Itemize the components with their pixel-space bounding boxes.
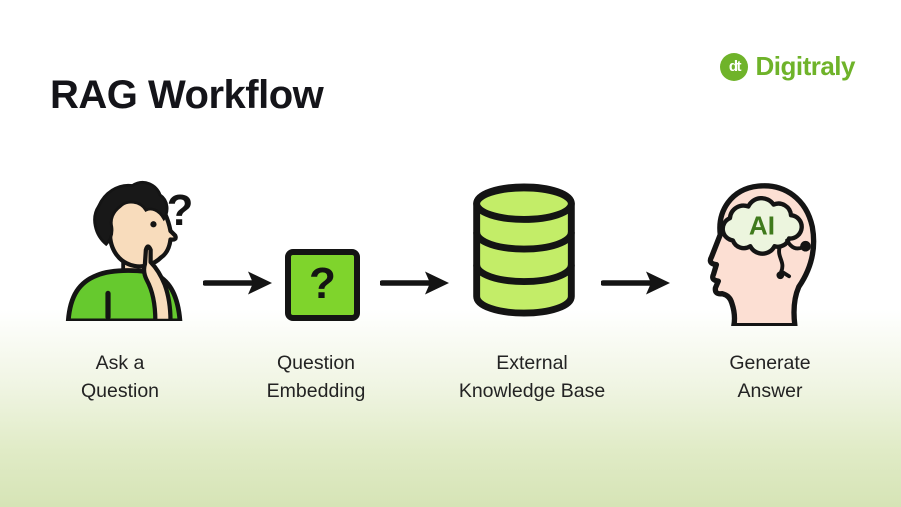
step-label-external-knowledge-base: External Knowledge Base xyxy=(458,352,606,402)
step-label-generate-answer: Generate Answer xyxy=(729,352,811,402)
question-box-glyph: ? xyxy=(309,259,336,308)
arrow-right-icon-3 xyxy=(601,271,670,295)
digitraly-logo-text: Digitraly xyxy=(755,51,855,81)
question-box-icon: ? xyxy=(285,249,360,321)
digitraly-logo: dt Digitraly xyxy=(720,51,855,82)
person-thinking-icon: ? xyxy=(65,181,194,321)
ai-head-icon: AI xyxy=(707,183,817,326)
thought-question-mark: ? xyxy=(167,187,194,235)
ai-label: AI xyxy=(749,211,775,241)
arrow-right-icon-2 xyxy=(380,271,449,295)
step-label-question-embedding: Question Embedding xyxy=(266,352,366,402)
page-title: RAG Workflow xyxy=(50,72,324,117)
digitraly-logo-icon: dt xyxy=(720,52,749,81)
step-label-ask-a-question: Ask a Question xyxy=(80,352,160,402)
database-icon xyxy=(473,183,575,317)
arrow-right-icon-1 xyxy=(203,271,272,295)
